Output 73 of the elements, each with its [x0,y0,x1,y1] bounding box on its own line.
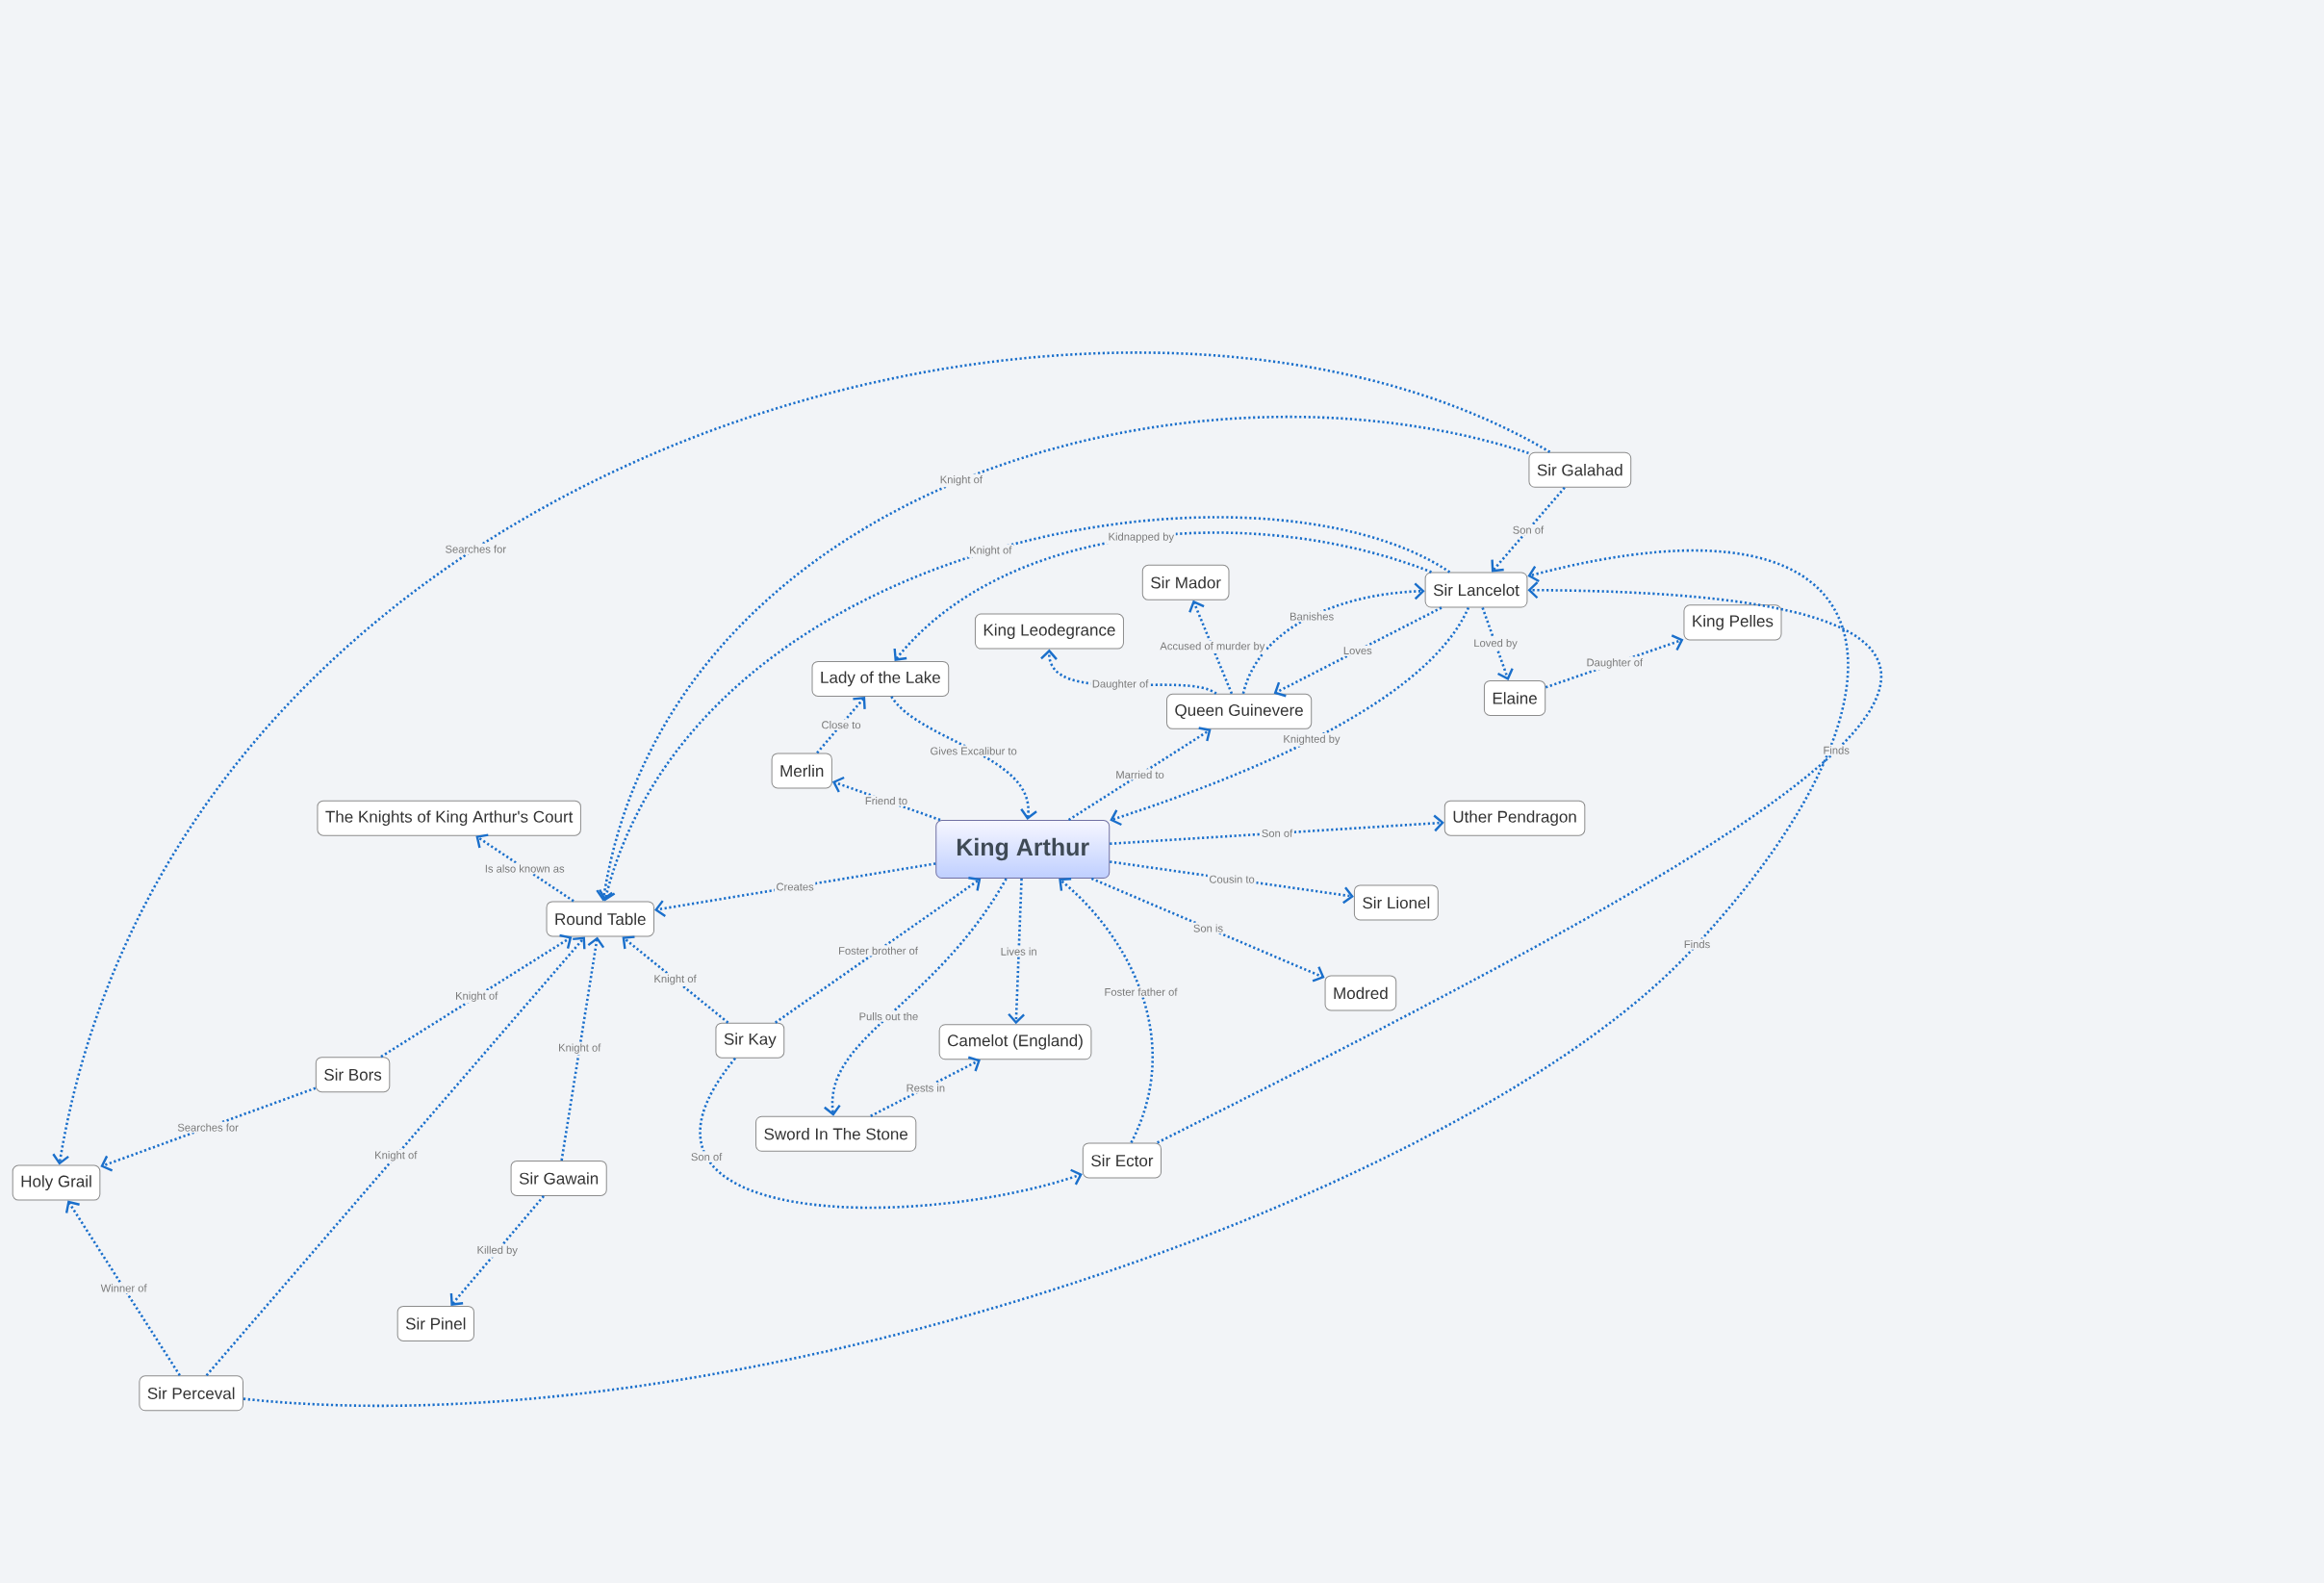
arrow [1090,877,1325,983]
edge-label: Knight of [651,973,699,986]
topic-box: King Leodegrance [974,613,1124,650]
arrow [1188,600,1234,695]
arrow [654,862,936,917]
arrow [64,1200,181,1376]
topic-box: Sir Galahad [1528,451,1632,488]
arrow [890,696,1037,821]
edge-label: Son of [689,1151,724,1162]
topic-box: Uther Pendragon [1443,800,1586,836]
arrow [1008,879,1025,1025]
topic-box: Sir Mador [1141,564,1230,600]
topic-box: The Knights of King Arthur's Court [317,800,581,836]
topic-box: Sir Lionel [1353,884,1439,921]
topic-box: Round Table [546,901,654,937]
edge-label: Loved by [1471,637,1520,651]
edge-label: Close to [819,719,863,730]
topic-box: Modred [1324,975,1397,1011]
topic-box: Lady of the Lake [811,660,950,697]
topic-box: Queen Guinevere [1166,693,1313,729]
arrow [380,933,573,1059]
topic-box: Merlin [771,753,832,789]
arrow [1157,581,1881,1144]
edge-label: Knighted by [1281,733,1342,747]
topic-box: Camelot (England) [938,1024,1092,1060]
topic-box: Sir Gawain [510,1161,607,1196]
arrow [205,936,586,1377]
edge-label: Accused of murder by [1158,640,1266,654]
arrow [52,351,1551,1165]
arrow [622,935,729,1024]
arrow [449,1195,545,1306]
edge-label: Creates [774,881,816,893]
arrow [699,1058,1083,1210]
topic-box: Sir Perceval [139,1375,243,1412]
edge-label: Finds [1682,938,1712,950]
arrow [1067,727,1212,822]
edge-label: Killed by [474,1244,520,1258]
arrow [100,1086,317,1172]
arrow [774,877,982,1024]
topic-box: King Pelles [1683,604,1782,641]
topic-box: Holy Grail [12,1164,101,1201]
topic-box: Sir Kay [715,1022,785,1059]
edge-label: Friend to [863,795,909,806]
arrow [1110,606,1470,827]
arrow [1059,878,1154,1143]
arrow [475,833,575,903]
edge-label: Pulls out the [856,1010,920,1022]
topic-box: Sir Lancelot [1424,572,1528,608]
topic-box: Sword In The Stone [755,1115,917,1152]
arrow [831,776,941,822]
topic-box: Elaine [1483,679,1546,716]
arrow [596,416,1529,902]
topic-box: Sir Bors [315,1057,391,1093]
topic-box: Sir Pinel [396,1305,474,1341]
edge-label: Loves [1341,645,1374,656]
arrow [1491,486,1566,573]
arrow [560,936,605,1162]
edge-label: Foster father of [1102,986,1180,998]
arrow [1273,606,1443,698]
arrow [1241,582,1425,695]
arrow [824,878,1008,1116]
edge-label: Married to [1113,769,1166,780]
edge-label: Son of [1260,828,1294,839]
central-topic-box: King Arthur [935,820,1111,880]
arrow [893,531,1432,661]
topic-box: Sir Ector [1082,1142,1162,1179]
arrow [1110,814,1444,846]
arrow [243,549,1849,1407]
arrow [816,696,866,754]
edge-label: Foster brother of [836,945,920,957]
arrow [870,1056,981,1117]
arrow [1481,607,1514,680]
arrow [599,517,1451,902]
